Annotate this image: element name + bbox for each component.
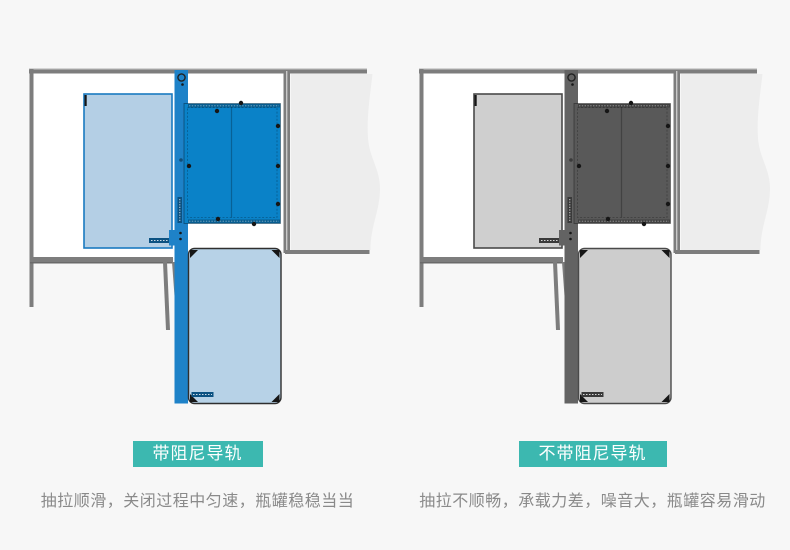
caption-without-damper: 抽拉不顺畅，承载力差，噪音大，瓶罐容易滑动: [419, 493, 766, 510]
panel-without-damper: 不带阻尼导轨 抽拉不顺畅，承载力差，噪音大，瓶罐容易滑动: [395, 0, 790, 550]
panel-with-damper: 带阻尼导轨 抽拉顺滑，关闭过程中匀速，瓶罐稳稳当当: [0, 0, 395, 510]
cabinet-diagram-damped: [27, 62, 383, 412]
label-without-damper-text: 不带阻尼导轨: [518, 441, 667, 467]
cabinet-diagram-undamped: [417, 62, 773, 412]
caption-with-damper: 抽拉顺滑，关闭过程中匀速，瓶罐稳稳当当: [40, 493, 355, 510]
label-with-damper-text: 带阻尼导轨: [132, 441, 263, 467]
label-without-damper: 不带阻尼导轨: [395, 441, 790, 467]
label-with-damper: 带阻尼导轨: [0, 441, 395, 467]
